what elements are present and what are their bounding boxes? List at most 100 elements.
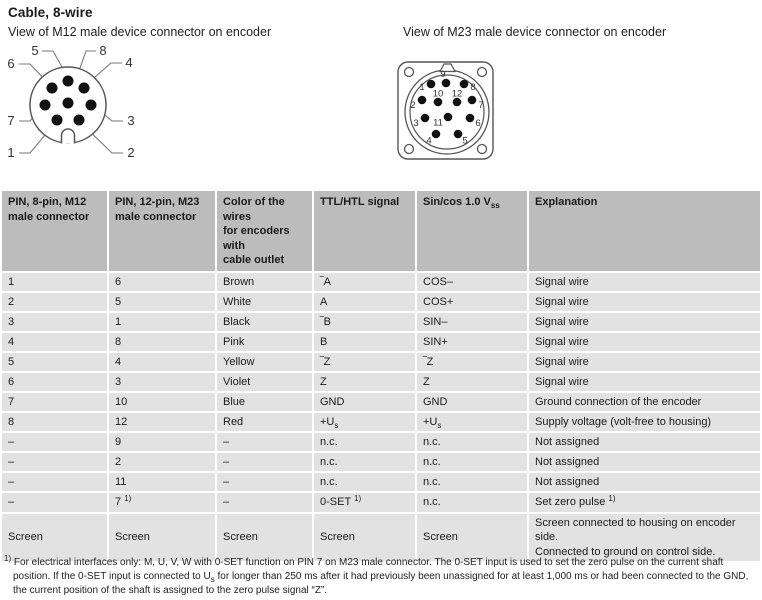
table-cell: – bbox=[217, 493, 312, 512]
table-cell: Set zero pulse 1) bbox=[529, 493, 760, 512]
table-cell: n.c. bbox=[417, 453, 527, 472]
leader-lines bbox=[19, 50, 123, 154]
table-cell: 1 bbox=[109, 312, 215, 331]
table-cell: ‾A bbox=[314, 272, 415, 291]
table-cell: 10 bbox=[109, 393, 215, 412]
screw-holes bbox=[403, 66, 488, 155]
table-cell: 6 bbox=[109, 272, 215, 291]
table-cell: Ground connection of the encoder bbox=[529, 393, 760, 412]
table-cell: Red bbox=[217, 413, 312, 432]
pin-dot bbox=[39, 99, 51, 111]
table-row: –7 1)–0-SET 1)n.c.Set zero pulse 1) bbox=[2, 493, 760, 512]
table-cell: Z bbox=[417, 372, 527, 392]
pin-label: 2 bbox=[410, 100, 415, 111]
pin-label: 7 bbox=[478, 100, 483, 111]
pin-dot bbox=[62, 97, 74, 109]
table-cell: – bbox=[217, 473, 312, 492]
pin-label: 4 bbox=[125, 55, 132, 70]
m23-figure-caption: View of M23 male device connector on enc… bbox=[403, 25, 667, 39]
table-cell: 1 bbox=[2, 272, 107, 291]
table-cell: Screen bbox=[2, 513, 107, 562]
pin-dot bbox=[465, 113, 475, 123]
table-cell: Not assigned bbox=[529, 453, 760, 472]
column-header: PIN, 12-pin, M23 male connector bbox=[109, 191, 215, 271]
table-cell: – bbox=[2, 433, 107, 452]
table-cell: 3 bbox=[109, 372, 215, 392]
pin-label: 3 bbox=[127, 113, 134, 128]
table-cell: n.c. bbox=[417, 433, 527, 452]
table-cell: 7 bbox=[2, 393, 107, 412]
table-cell: – bbox=[2, 453, 107, 472]
pin-label: 5 bbox=[462, 136, 467, 147]
table-cell: 9 bbox=[109, 433, 215, 452]
pin-dot bbox=[420, 113, 430, 123]
table-cell: COS+ bbox=[417, 292, 527, 311]
pin-label: 6 bbox=[475, 118, 480, 129]
table-cell: +Us bbox=[314, 413, 415, 432]
table-cell: Blue bbox=[217, 393, 312, 412]
pin-label: 8 bbox=[470, 82, 475, 93]
table-cell: Screen bbox=[314, 513, 415, 562]
table-cell: Pink bbox=[217, 332, 312, 351]
table-cell: Signal wire bbox=[529, 332, 760, 351]
table-cell: ‾Z bbox=[417, 352, 527, 371]
table-cell: GND bbox=[314, 393, 415, 412]
table-cell: GND bbox=[417, 393, 527, 412]
table-cell: Screen bbox=[217, 513, 312, 562]
pin-dots bbox=[39, 75, 97, 126]
pin-dot bbox=[73, 114, 85, 126]
table-cell: – bbox=[2, 493, 107, 512]
pin-label: 8 bbox=[99, 43, 106, 58]
m23-connector-diagram: 9 1 8 10 12 2 7 3 11 6 4 5 bbox=[397, 61, 494, 160]
table-cell: 5 bbox=[109, 292, 215, 311]
pin-dot bbox=[443, 112, 453, 122]
pin-dot bbox=[431, 129, 441, 139]
m12-figure-caption: View of M12 male device connector on enc… bbox=[8, 25, 272, 39]
table-cell: Signal wire bbox=[529, 292, 760, 311]
table-cell: Brown bbox=[217, 272, 312, 291]
table-cell: 7 1) bbox=[109, 493, 215, 512]
table-cell: Not assigned bbox=[529, 433, 760, 452]
pin-label: 3 bbox=[413, 118, 418, 129]
pin-label: 4 bbox=[426, 136, 431, 147]
table-cell: Z bbox=[314, 372, 415, 392]
table-cell: Black bbox=[217, 312, 312, 331]
table-cell: 2 bbox=[2, 292, 107, 311]
table-cell: – bbox=[217, 453, 312, 472]
table-cell: 8 bbox=[109, 332, 215, 351]
screw-hole bbox=[476, 143, 488, 155]
pin-labels: 5 8 6 4 7 3 1 2 bbox=[7, 43, 134, 160]
table-cell: Screen connected to housing on encoder s… bbox=[529, 513, 760, 562]
pin-label: 9 bbox=[440, 69, 445, 80]
table-cell: 2 bbox=[109, 453, 215, 472]
table-cell: A bbox=[314, 292, 415, 311]
screw-hole bbox=[403, 66, 415, 78]
table-cell: SIN– bbox=[417, 312, 527, 331]
table-cell: n.c. bbox=[314, 433, 415, 452]
table-cell: White bbox=[217, 292, 312, 311]
pin-dot bbox=[453, 129, 463, 139]
table-row: –2–n.c.n.c.Not assigned bbox=[2, 453, 760, 472]
pin-label: 1 bbox=[419, 82, 424, 93]
pin-label: 1 bbox=[7, 145, 14, 160]
table-cell: 12 bbox=[109, 413, 215, 432]
pin-label: 12 bbox=[452, 89, 463, 100]
table-cell: n.c. bbox=[417, 473, 527, 492]
pin-dot bbox=[441, 78, 451, 88]
pin-dots bbox=[417, 78, 477, 139]
keyway-notch bbox=[439, 63, 456, 73]
pin-label: 6 bbox=[7, 56, 14, 71]
table-cell: n.c. bbox=[417, 493, 527, 512]
table-cell: ‾B bbox=[314, 312, 415, 331]
